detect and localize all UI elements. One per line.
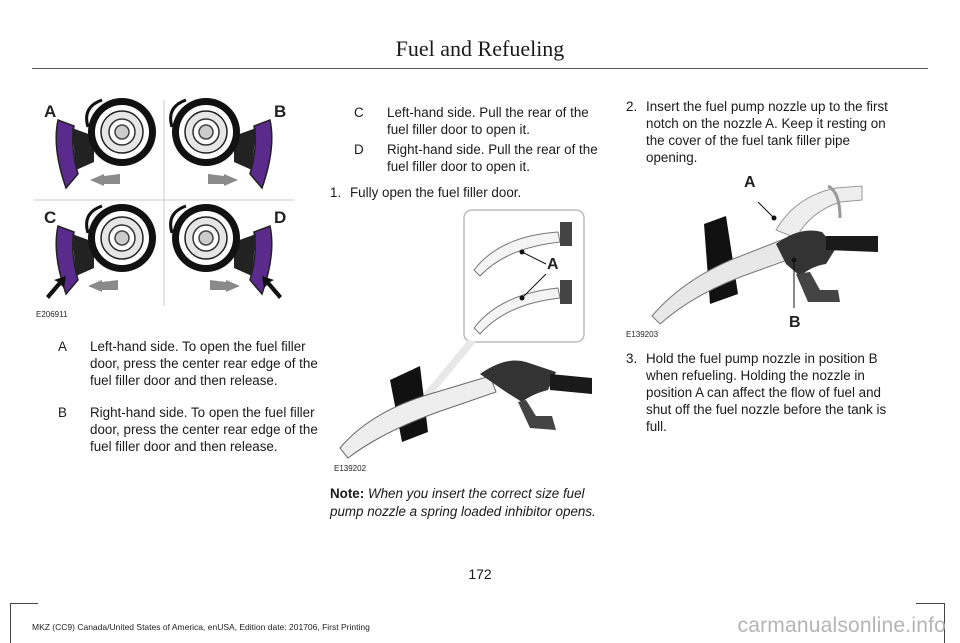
figure2-label-a: A (547, 256, 559, 273)
step-number: 2. (626, 99, 638, 114)
legend-item: C Left-hand side. Pull the rear of the f… (354, 104, 604, 138)
fuel-door-illustration (34, 96, 294, 306)
legend-item: D Right-hand side. Pull the rear of the … (354, 141, 604, 175)
page-number: 172 (468, 566, 492, 582)
step-number: 3. (626, 351, 638, 366)
step-2: 2. Insert the fuel pump nozzle up to the… (626, 98, 898, 168)
page-title: Fuel and Refueling (395, 36, 565, 61)
legend-text: Right-hand side. To open the fuel filler… (90, 405, 318, 454)
nozzle-insert-figure: A E139202 (330, 206, 602, 476)
fuel-door-figure: A B C D E206911 (32, 96, 296, 322)
legend-text: Left-hand side. To open the fuel filler … (90, 339, 318, 388)
header-rule (32, 68, 928, 69)
legend-text: Left-hand side. Pull the rear of the fue… (387, 105, 589, 137)
figure-label-a: A (44, 102, 57, 121)
legend-key: A (58, 339, 67, 354)
step-text: Fully open the fuel filler door. (350, 185, 522, 200)
note-label: Note: (330, 486, 365, 501)
legend-key: B (58, 405, 67, 420)
legend-text: Right-hand side. Pull the rear of the fu… (387, 142, 598, 174)
legend-key: C (354, 105, 364, 120)
nozzle-position-figure: A B E139203 (626, 172, 898, 342)
nozzle-position-illustration (651, 184, 878, 325)
legend-item: A Left-hand side. To open the fuel fille… (58, 338, 318, 398)
crop-mark (916, 603, 944, 604)
footer-edition: MKZ (CC9) Canada/United States of Americ… (32, 622, 370, 632)
figure-label-b: B (274, 102, 287, 121)
crop-mark (10, 603, 38, 604)
figure-label-d: D (274, 208, 287, 227)
watermark: carmanualsonline.info (737, 614, 946, 637)
legend-item: B Right-hand side. To open the fuel fill… (58, 404, 318, 464)
figure3-label-b: B (789, 314, 801, 331)
crop-mark (10, 603, 11, 643)
step-number: 1. (330, 185, 342, 200)
figure2-code: E139202 (334, 464, 367, 473)
crop-mark (944, 603, 945, 643)
figure3-label-a: A (744, 174, 756, 191)
note: Note: When you insert the correct size f… (330, 485, 602, 521)
legend-key: D (354, 142, 364, 157)
step-1: 1. Fully open the fuel filler door. (330, 184, 600, 202)
figure-code: E206911 (36, 310, 68, 319)
figure3-code: E139203 (626, 330, 659, 339)
nozzle-insert-illustration (339, 209, 592, 459)
note-text: When you insert the correct size fuel pu… (330, 486, 596, 519)
figure-label-c: C (44, 208, 57, 227)
step-text: Hold the fuel pump nozzle in position B … (646, 351, 887, 434)
step-text: Insert the fuel pump nozzle up to the fi… (646, 99, 888, 165)
step-3: 3. Hold the fuel pump nozzle in position… (626, 350, 898, 436)
